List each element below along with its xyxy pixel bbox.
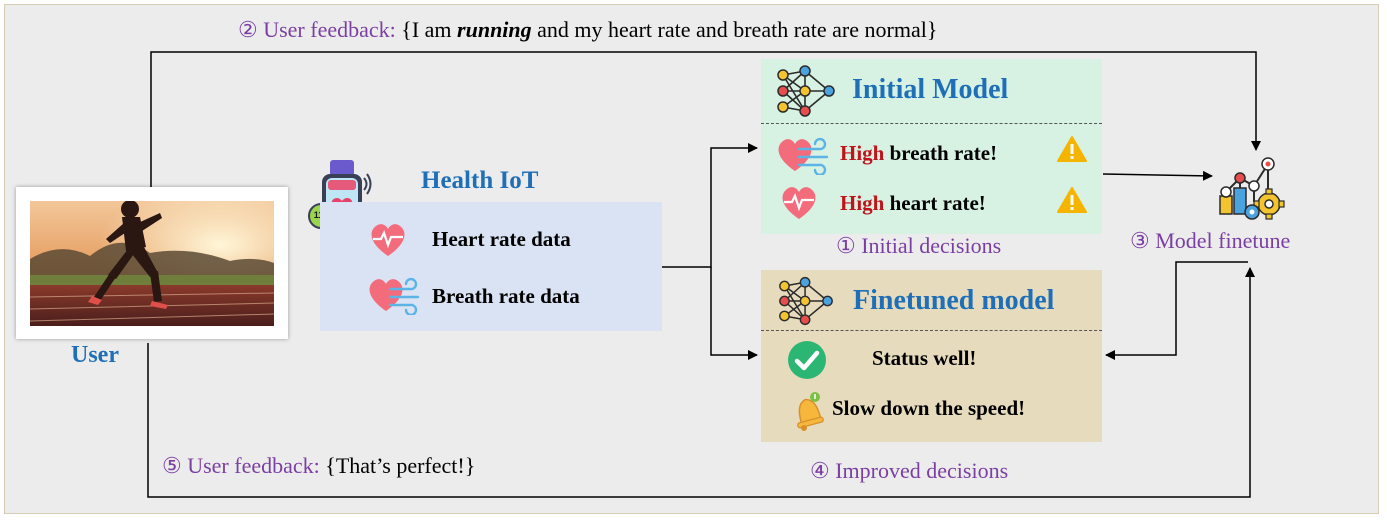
- warning-icon: [1057, 186, 1087, 219]
- feedback-top-connector: [150, 51, 1261, 192]
- feedback-top-before: {I am: [401, 17, 458, 42]
- iot-item-heart-rate: Heart rate data: [432, 227, 571, 251]
- check-circle-icon: [787, 340, 827, 385]
- feedback-bottom-text: ⑤ User feedback: {That’s perfect!}: [162, 455, 475, 477]
- initial-to-finetune-connector: [1102, 170, 1213, 181]
- heart-pulse-icon: [368, 222, 408, 263]
- user-label: User: [71, 342, 119, 368]
- initial-alert-breath-text: breath rate!: [884, 141, 998, 165]
- initial-alert-breath-level: High: [840, 141, 885, 165]
- improved-decisions-caption: ④ Improved decisions: [810, 458, 1009, 483]
- health-iot-box: Heart rate data Breath rate data: [320, 202, 662, 331]
- warning-icon: [1057, 135, 1087, 168]
- neural-network-icon: [777, 276, 835, 331]
- feedback-top-text: ② User feedback: {I am running and my he…: [238, 19, 937, 41]
- initial-model-divider: [761, 123, 1102, 124]
- heart-breath-icon: [366, 275, 422, 320]
- finetuned-model-box: Finetuned model Status well! Slow down t…: [761, 270, 1102, 442]
- model-finetune-label: ③ Model finetune: [1130, 228, 1291, 253]
- initial-alert-heart: High heart rate!: [840, 193, 986, 214]
- runner-photo: [30, 201, 274, 326]
- finetune-to-finetuned-connector: [1105, 261, 1248, 360]
- neural-network-icon: [775, 65, 837, 122]
- user-photo-card: [16, 187, 288, 339]
- initial-alert-heart-text: heart rate!: [884, 191, 986, 215]
- iot-to-models-connector: [662, 143, 758, 268]
- initial-model-box: Initial Model High breath rate!: [761, 59, 1102, 234]
- feedback-bottom-value: {That’s perfect!}: [325, 453, 476, 478]
- iot-item-breath-rate: Breath rate data: [432, 284, 580, 308]
- initial-alert-heart-level: High: [840, 191, 885, 215]
- initial-alert-breath-icon: [775, 135, 831, 180]
- feedback-bottom-connector: [147, 267, 1255, 498]
- finetuned-status-text: Status well!: [872, 346, 977, 370]
- initial-alert-breath: High breath rate!: [840, 143, 997, 164]
- feedback-bottom-prefix: ⑤ User feedback:: [162, 453, 320, 478]
- finetune-gears-icon: [1214, 152, 1288, 227]
- finetuned-model-divider: [761, 330, 1102, 331]
- initial-decisions-caption: ① Initial decisions: [836, 233, 1002, 258]
- health-iot-title: Health IoT: [421, 167, 539, 194]
- initial-model-title: Initial Model: [852, 74, 1009, 105]
- feedback-top-after: and my heart rate and breath rate are no…: [531, 17, 938, 42]
- finetuned-advice-text: Slow down the speed!: [832, 396, 1026, 420]
- feedback-top-emphasis: running: [457, 17, 532, 42]
- feedback-top-prefix: ② User feedback:: [238, 17, 396, 42]
- bell-icon: [791, 391, 827, 436]
- initial-alert-heart-icon: [779, 185, 819, 226]
- finetuned-model-title: Finetuned model: [853, 285, 1055, 316]
